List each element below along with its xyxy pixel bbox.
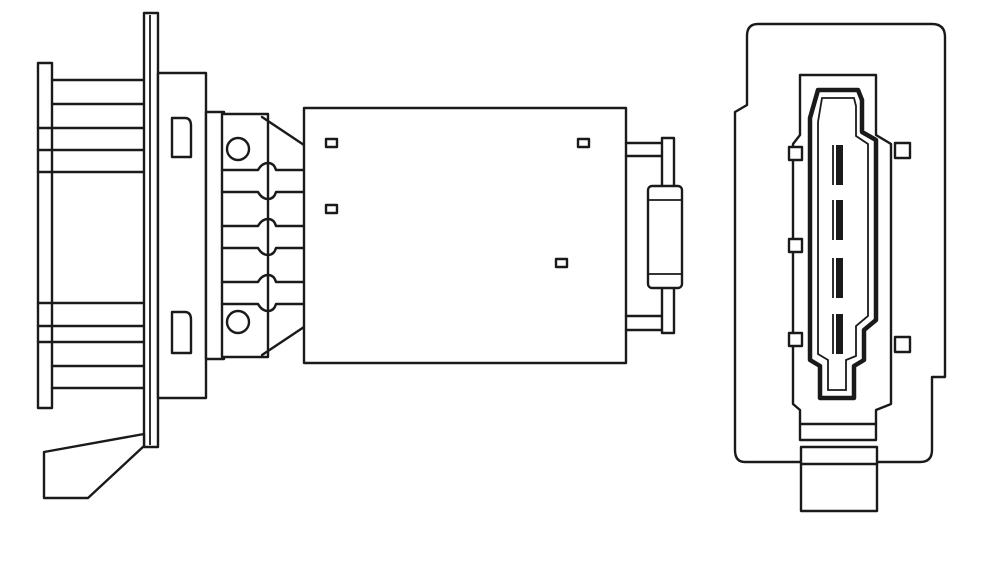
connector-face-view <box>733 22 947 513</box>
housing-block <box>156 71 208 400</box>
socket-cavity <box>807 87 879 401</box>
bottom-tab <box>42 432 146 500</box>
resistor-body <box>302 106 628 365</box>
connector-bottom-tab <box>799 445 879 513</box>
side-view <box>36 11 684 500</box>
thermal-fuse <box>624 136 684 335</box>
mounting-hole-bottom <box>225 309 251 335</box>
terminal-pins <box>220 161 307 313</box>
mounting-hole-top <box>225 136 251 162</box>
mounting-clip <box>36 61 147 410</box>
terminal-plate <box>204 110 306 361</box>
flange-plate <box>142 11 160 449</box>
contact-pins <box>832 145 843 354</box>
